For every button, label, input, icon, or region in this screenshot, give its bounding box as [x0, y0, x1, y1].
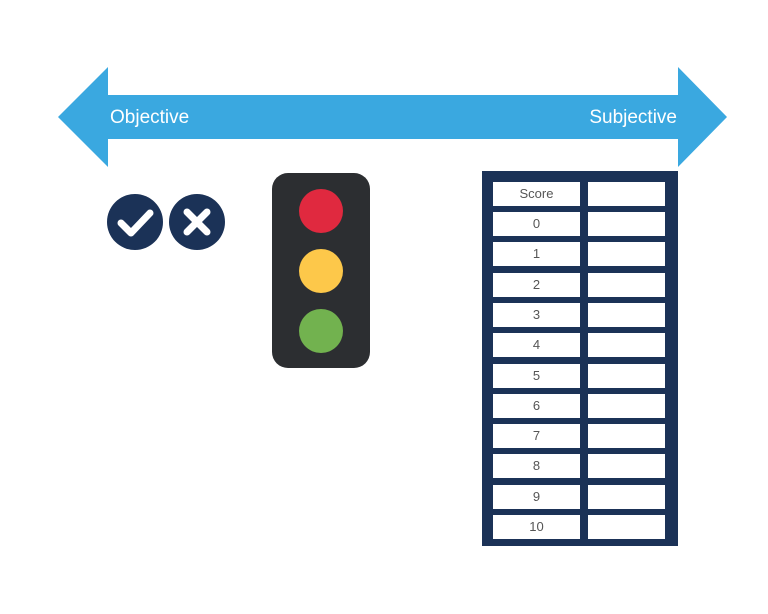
score-row-label: 5 — [493, 364, 580, 388]
score-table: Score 0 1 2 3 4 5 6 7 8 9 10 — [482, 171, 678, 546]
score-row-value — [588, 212, 665, 236]
checkmark-icon — [107, 194, 163, 250]
score-row-label: 3 — [493, 303, 580, 327]
green-light — [299, 309, 343, 353]
yellow-light — [299, 249, 343, 293]
score-row-value — [588, 303, 665, 327]
score-row-label: 10 — [493, 515, 580, 539]
score-row-label: 0 — [493, 212, 580, 236]
score-header: Score — [493, 182, 580, 206]
score-row-value — [588, 485, 665, 509]
score-row-value — [588, 364, 665, 388]
score-row-label: 8 — [493, 454, 580, 478]
objective-label: Objective — [110, 107, 190, 128]
objective-subjective-arrow — [58, 67, 727, 167]
traffic-light-icon — [272, 173, 370, 368]
score-row-label: 6 — [493, 394, 580, 418]
score-header-blank — [588, 182, 665, 206]
score-row-label: 1 — [493, 242, 580, 266]
score-row-value — [588, 242, 665, 266]
red-light — [299, 189, 343, 233]
score-row-value — [588, 394, 665, 418]
score-row-label: 2 — [493, 273, 580, 297]
score-row-value — [588, 424, 665, 448]
subjective-label: Subjective — [589, 107, 677, 128]
score-row-value — [588, 333, 665, 357]
score-row-label: 9 — [493, 485, 580, 509]
cross-icon — [169, 194, 225, 250]
score-row-value — [588, 454, 665, 478]
score-row-value — [588, 273, 665, 297]
score-row-label: 4 — [493, 333, 580, 357]
score-row-value — [588, 515, 665, 539]
score-row-label: 7 — [493, 424, 580, 448]
